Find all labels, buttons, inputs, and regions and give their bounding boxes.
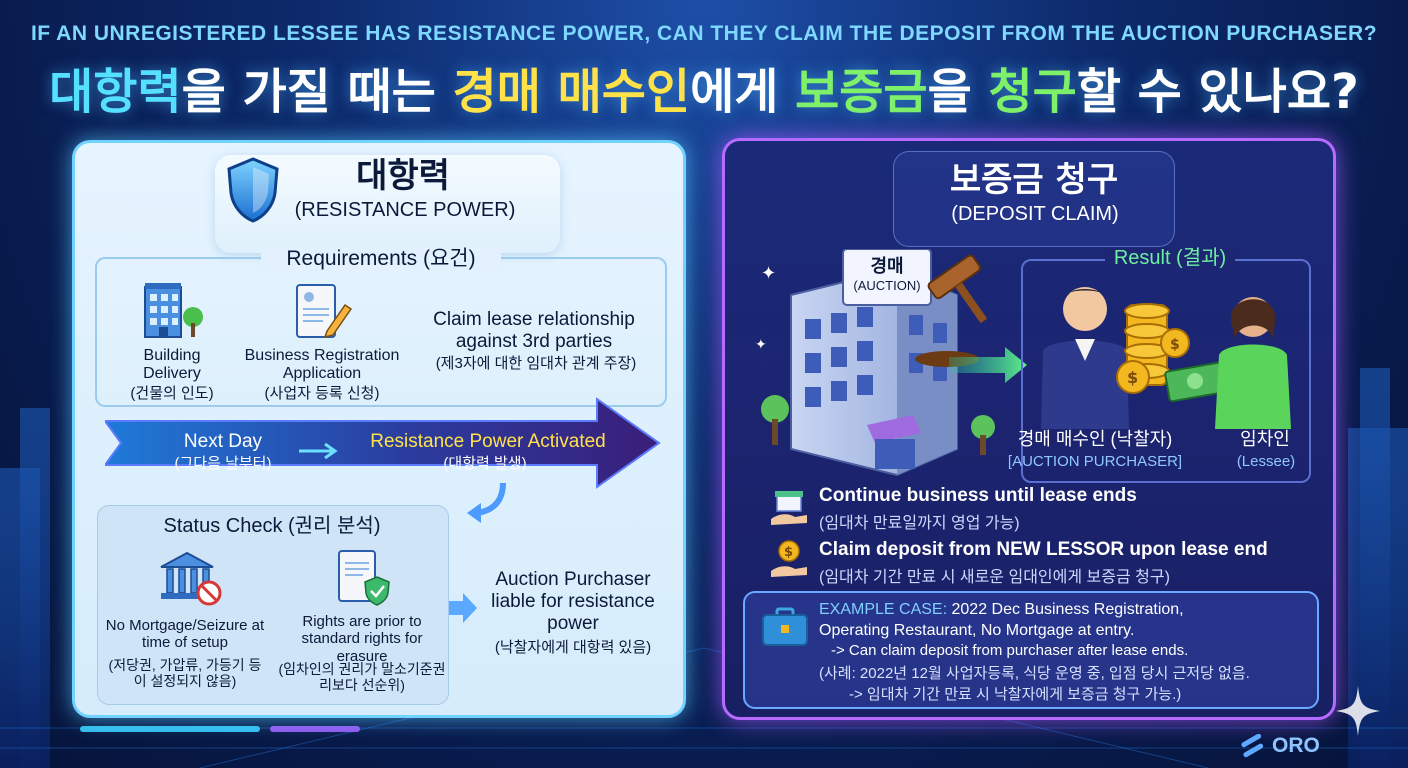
auction-sign-en: (AUCTION) (853, 278, 921, 293)
requirements-title: Requirements (요건) (261, 247, 501, 272)
status-rights-prior: Rights are prior to standard rights for … (301, 613, 423, 665)
point-continue-business-ko: (임대차 만료일까지 영업 가능) (819, 515, 1020, 532)
auction-purchaser-label-en: [AUCTION PURCHASER] (1007, 453, 1183, 470)
handover-deposit-illustration: $ $ (1041, 287, 1291, 429)
example-line-1: EXAMPLE CASE: 2022 Dec Business Registra… (819, 601, 1184, 619)
svg-text:$: $ (1127, 368, 1138, 387)
deposit-claim-header (893, 151, 1175, 247)
point-continue-business: Continue business until lease ends (819, 485, 1137, 506)
curved-arrow-down-icon (467, 482, 506, 523)
deposit-claim-panel: 보증금 청구 (DEPOSIT CLAIM) ✦ ✦ 경매 (AUCTION) … (722, 138, 1336, 720)
brand-name: ORO (1272, 734, 1320, 757)
next-day-label-ko: (그다음 날부터) (174, 455, 272, 472)
sparkle-icon: ✦ (761, 263, 776, 284)
example-line-1-text: 2022 Dec Business Registration, (947, 601, 1184, 618)
lessee-label-ko: 임차인 (1240, 429, 1290, 449)
title-connector-3: 을 (927, 64, 989, 120)
example-case-box (743, 591, 1319, 709)
resistance-power-title-ko: 대항력 (356, 156, 450, 196)
point-claim-deposit-ko: (임대차 기간 만료 시 새로운 임대인에게 보증금 청구) (819, 569, 1170, 586)
example-case-label: EXAMPLE CASE: (819, 601, 948, 618)
deposit-claim-title-ko: 보증금 청구 (949, 160, 1119, 200)
arrow-right-icon (449, 593, 477, 623)
status-check-title: Status Check (권리 분석) (163, 515, 381, 537)
resistance-power-panel: 대항력 (RESISTANCE POWER) Requirements (요건)… (72, 140, 686, 718)
example-line-5: -> 임대차 기간 만료 시 낙찰자에게 보증금 청구 가능.) (849, 686, 1182, 703)
resistance-power-title-en: (RESISTANCE POWER) (294, 199, 516, 221)
title-auction-purchaser: 경매 매수인 (452, 64, 691, 120)
svg-text:✦: ✦ (755, 337, 767, 353)
status-rights-prior-ko: (임차인의 권리가 말소기준권리보다 선순위) (278, 661, 446, 694)
bank-no-icon (160, 551, 222, 606)
status-no-mortgage-ko: (저당권, 가압류, 가등기 등이 설정되지 않음) (108, 657, 262, 690)
status-no-mortgage: No Mortgage/Seizure at time of setup (105, 617, 265, 652)
example-line-3: -> Can claim deposit from purchaser afte… (831, 642, 1189, 659)
page-title: 대항력을 가질 때는 경매 매수인에게 보증금을 청구할 수 있나요? (0, 52, 1408, 122)
lessee-label-en: (Lessee) (1236, 453, 1296, 470)
next-day-label: Next Day (183, 431, 263, 452)
title-claim: 청구 (988, 64, 1077, 120)
auction-purchaser-label-ko: 경매 매수인 (낙찰자) (1017, 429, 1173, 449)
requirement-building-delivery: Building Delivery (143, 347, 201, 383)
document-pen-icon (296, 284, 353, 339)
building-icon (144, 283, 203, 338)
title-deposit: 보증금 (795, 64, 928, 120)
auction-sign-ko: 경매 (870, 256, 904, 277)
point-claim-deposit: Claim deposit from NEW LESSOR upon lease… (819, 539, 1268, 560)
deposit-claim-title-en: (DEPOSIT CLAIM) (951, 203, 1119, 225)
sparkle-star-icon (1336, 686, 1380, 736)
requirement-claim-3rd-parties: Claim lease relationship against 3rd par… (433, 309, 635, 352)
status-check-box (97, 505, 449, 705)
title-connector-2: 에게 (690, 64, 796, 120)
auction-purchaser-liable: Auction Purchaser liable for resistance … (491, 569, 655, 634)
shield-icon (227, 157, 279, 223)
requirement-business-registration: Business Registration Application (244, 347, 400, 383)
title-question: 할 수 있나요? (1076, 64, 1359, 120)
auction-building-illustration: ✦ ✦ (755, 249, 995, 477)
briefcase-icon (762, 607, 808, 646)
requirement-claim-3rd-parties-ko: (제3자에 대한 임대차 관계 주장) (435, 355, 637, 372)
resistance-activated-label-ko: (대항력 발생) (443, 455, 527, 472)
auction-purchaser-liable-ko: (낙찰자에게 대항력 있음) (494, 639, 652, 656)
header-subtitle: IF AN UNREGISTERED LESSEE HAS RESISTANCE… (30, 22, 1378, 45)
svg-text:$: $ (1170, 337, 1180, 353)
activation-arrow-band (105, 397, 661, 489)
resistance-activated-label: Resistance Power Activated (370, 431, 606, 452)
title-resistance-power: 대항력 (49, 64, 182, 120)
result-title: Result (결과) (1105, 247, 1235, 270)
requirement-business-registration-ko: (사업자 등록 신청) (264, 385, 380, 402)
coin-hand-icon: $ (771, 540, 807, 577)
requirement-building-delivery-ko: (건물의 인도) (130, 385, 214, 402)
shop-hand-icon (771, 491, 807, 525)
arrow-right-icon (949, 347, 1027, 383)
title-connector-1: 을 가질 때는 (181, 64, 453, 120)
example-line-2: Operating Restaurant, No Mortgage at ent… (819, 622, 1135, 639)
document-check-icon (338, 550, 390, 606)
example-line-4: (사례: 2022년 12월 사업자등록, 식당 운영 중, 입점 당시 근저당… (819, 665, 1250, 682)
brand-logo-icon (1241, 734, 1264, 758)
arrow-right-icon (299, 442, 338, 460)
svg-text:$: $ (784, 545, 793, 560)
